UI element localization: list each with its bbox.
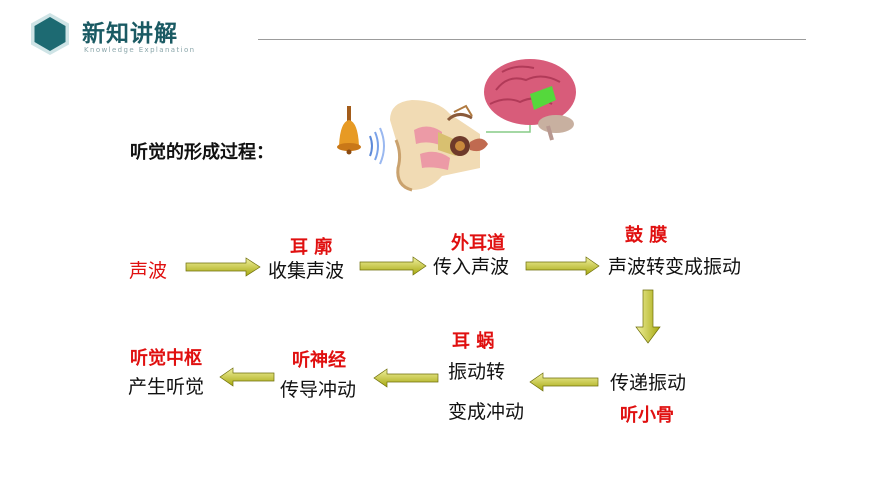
cochlea-desc-line1: 振动转 xyxy=(448,361,506,383)
arrow-right-icon xyxy=(525,256,600,276)
arrow-left-icon xyxy=(529,372,599,392)
auditory-nerve-label: 听神经 xyxy=(292,350,346,371)
arrow-right-icon xyxy=(185,257,261,277)
arrow-left-icon xyxy=(373,368,439,388)
page-subtitle: Knowledge Explanation xyxy=(84,46,196,54)
ear-brain-illustration xyxy=(337,59,576,192)
canal-desc: 传入声波 xyxy=(433,256,510,278)
section-label: 听觉的形成过程： xyxy=(130,142,274,163)
arrow-down-icon xyxy=(635,289,661,344)
arrow-left-icon xyxy=(219,367,275,387)
page-title: 新知讲解 xyxy=(82,21,178,47)
sound-wave-icon xyxy=(369,127,385,165)
arrow-right-icon xyxy=(359,256,427,276)
brain-icon xyxy=(484,59,576,141)
pinna-desc: 收集声波 xyxy=(268,260,345,282)
cochlea-desc-line2: 变成冲动 xyxy=(448,401,525,423)
hexagon-logo-icon xyxy=(31,13,69,55)
canal-label: 外耳道 xyxy=(451,233,505,254)
auditory-center-label: 听觉中枢 xyxy=(130,348,202,369)
ossicle-label: 听小骨 xyxy=(620,405,674,426)
eardrum-label: 鼓 膜 xyxy=(625,225,668,246)
pinna-label: 耳 廓 xyxy=(290,237,333,258)
sound-wave-text: 声波 xyxy=(129,260,168,282)
ear-anatomy-icon xyxy=(390,100,488,192)
bell-icon xyxy=(337,106,361,155)
auditory-nerve-desc: 传导冲动 xyxy=(280,379,357,401)
header-divider xyxy=(258,39,806,40)
ossicle-desc: 传递振动 xyxy=(610,372,687,394)
eardrum-desc: 声波转变成振动 xyxy=(608,256,742,278)
cochlea-label: 耳 蜗 xyxy=(452,331,495,352)
auditory-center-desc: 产生听觉 xyxy=(128,376,205,398)
